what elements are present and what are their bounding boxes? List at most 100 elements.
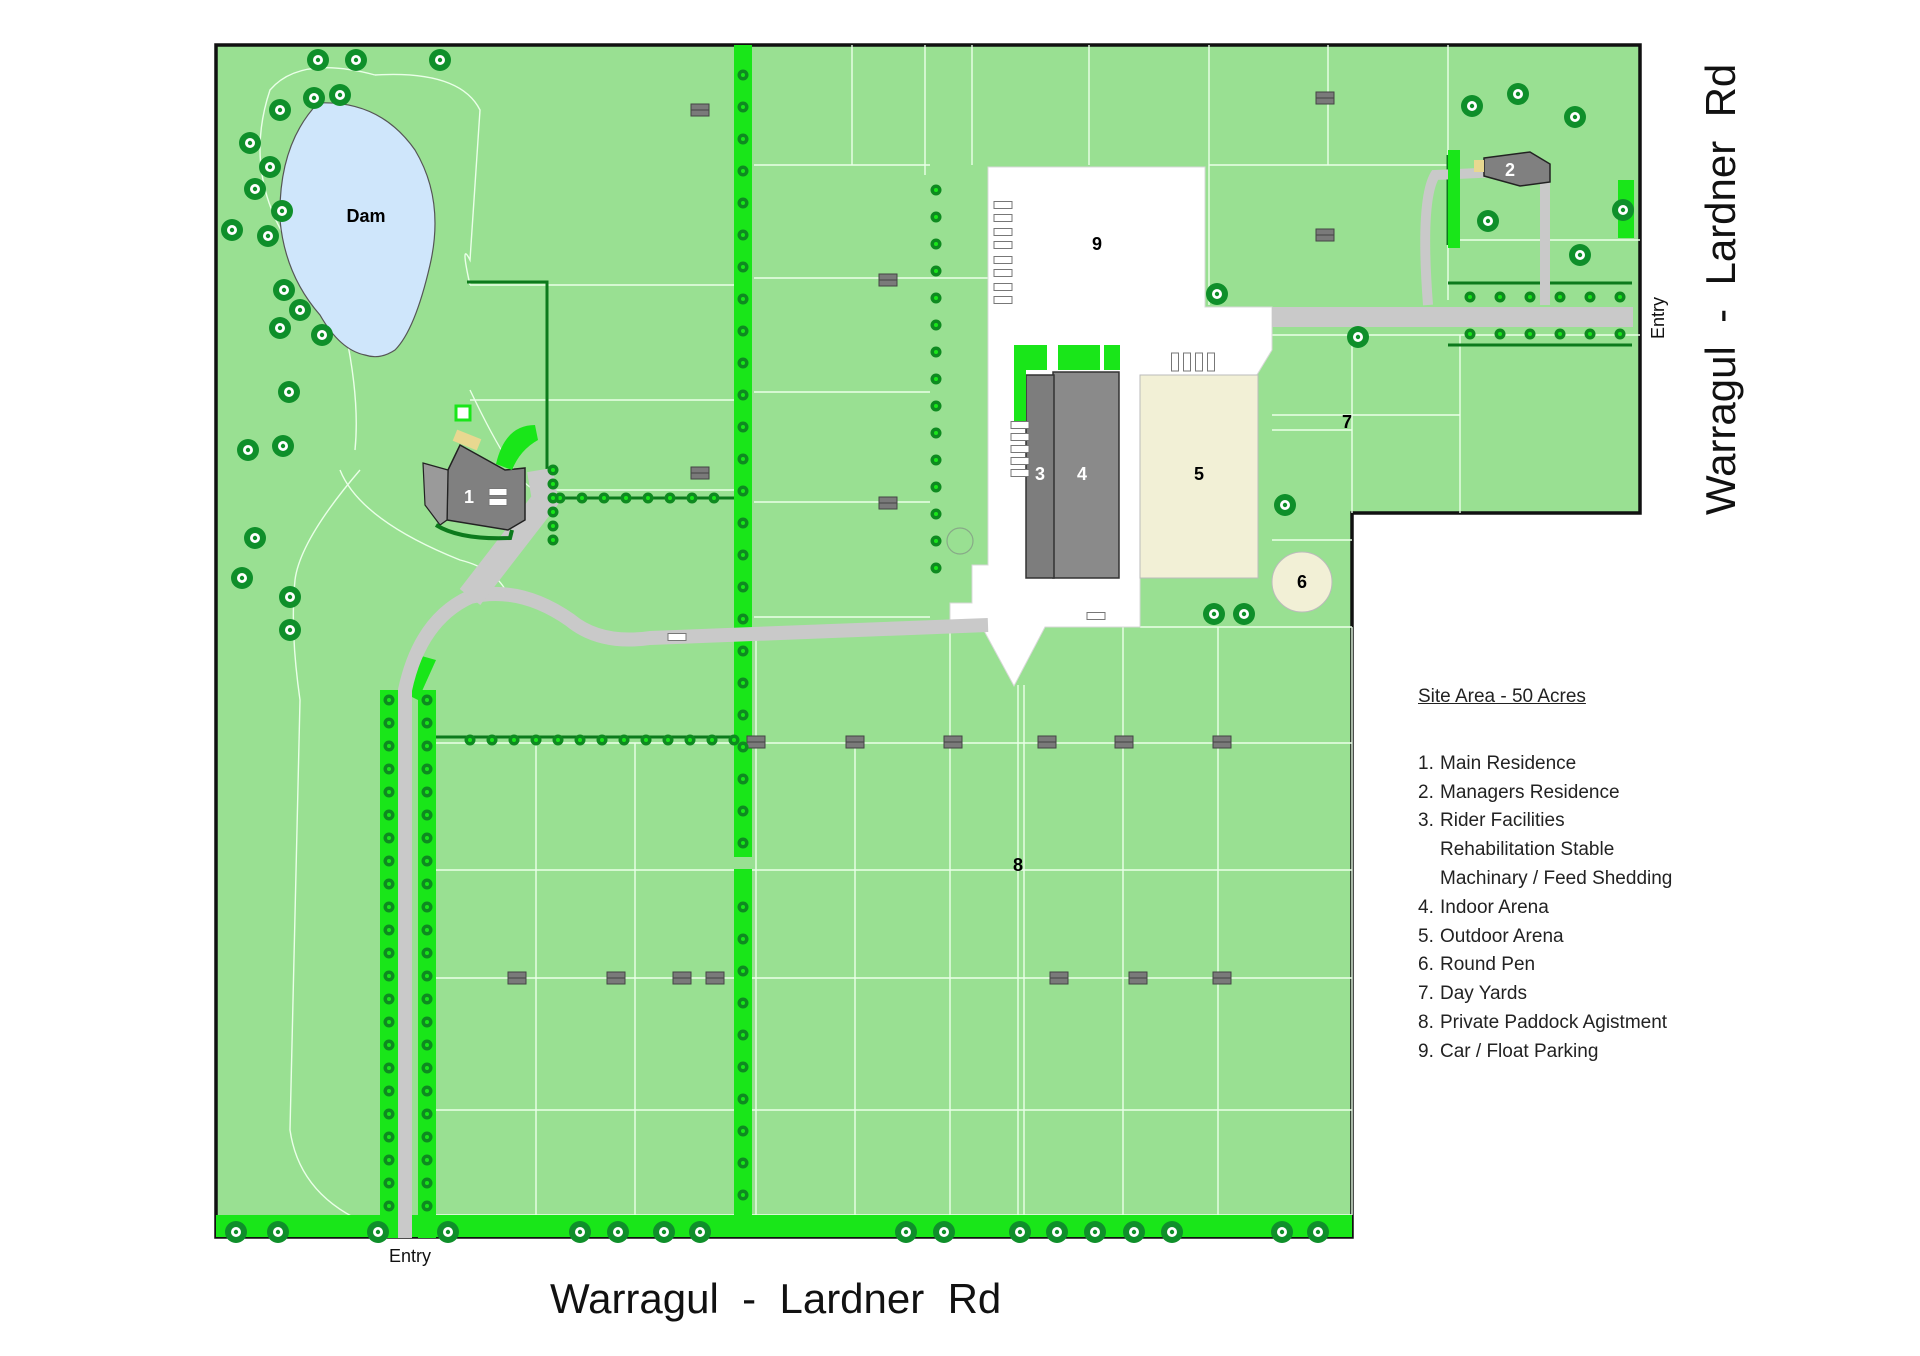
legend-item-number: 7. [1418, 983, 1434, 1005]
hedge-tree [737, 1029, 749, 1041]
hedge-tree [930, 535, 942, 547]
hedge-tree [737, 1125, 749, 1137]
hedge-tree [383, 1154, 395, 1166]
hedge-tree [737, 997, 749, 1009]
legend-item: 6.Round Pen [1418, 951, 1838, 980]
hedge-tree [930, 184, 942, 196]
hedge-tree [1614, 328, 1626, 340]
outdoor-arena-5 [1139, 374, 1259, 579]
hedge-tree [383, 809, 395, 821]
legend-item-number: 4. [1418, 896, 1434, 918]
hedge-tree [508, 734, 520, 746]
hedge-tree [421, 786, 433, 798]
hedge-tree [737, 261, 749, 273]
hedge-tree [737, 1157, 749, 1169]
hedge-tree [642, 492, 654, 504]
hedge-tree [383, 970, 395, 982]
marker-3: 3 [1035, 464, 1045, 484]
hedge-tree [684, 734, 696, 746]
legend-item-label: Rehabilitation Stable [1440, 839, 1615, 861]
legend-item-label: Rider Facilities [1440, 810, 1565, 832]
hedge-tree [530, 734, 542, 746]
main-residence-1 [422, 404, 526, 541]
hedge-tree [737, 1189, 749, 1201]
legend-item: Rehabilitation Stable [1418, 836, 1838, 865]
legend-item-number: 1. [1418, 752, 1434, 774]
hedge-tree [421, 1131, 433, 1143]
dam-label: Dam [346, 206, 385, 226]
hedge-tree [737, 485, 749, 497]
hedge-tree [383, 993, 395, 1005]
legend-item-number: 9. [1418, 1040, 1434, 1062]
hedge-tree [930, 211, 942, 223]
hedge-tree [708, 492, 720, 504]
hedge-tree [737, 101, 749, 113]
hedge-tree [421, 809, 433, 821]
hedge-tree [1494, 328, 1506, 340]
hedge-tree [1554, 291, 1566, 303]
marker-7: 7 [1342, 412, 1352, 432]
hedge-tree [1464, 328, 1476, 340]
hedge-tree [618, 734, 630, 746]
hedge-tree [930, 373, 942, 385]
legend-item: 3.Rider Facilities [1418, 807, 1838, 836]
hedge-tree [486, 734, 498, 746]
hedge-tree [737, 293, 749, 305]
hedge-tree [737, 1093, 749, 1105]
hedge-tree [383, 947, 395, 959]
legend-item-label: Main Residence [1440, 752, 1577, 774]
legend-item: 7. Day Yards [1418, 980, 1838, 1009]
legend-item-number: 8. [1418, 1011, 1434, 1033]
legend-item: 4. Indoor Arena [1418, 894, 1838, 923]
legend-title: Site Area - 50 Acres [1418, 686, 1586, 707]
hedge-tree [930, 265, 942, 277]
hedge-tree [930, 427, 942, 439]
hedge-tree [1464, 291, 1476, 303]
hedge-tree [930, 508, 942, 520]
hedge-tree [737, 165, 749, 177]
legend-item: 1. Main Residence [1418, 750, 1838, 779]
hedge-tree [383, 1085, 395, 1097]
hedge-tree [598, 492, 610, 504]
hedge-tree [1494, 291, 1506, 303]
hedge-tree [421, 1177, 433, 1189]
hedge-tree [596, 734, 608, 746]
marker-4: 4 [1077, 464, 1087, 484]
hedge-tree [421, 855, 433, 867]
hedge-gardens [496, 150, 1634, 470]
entry-label-right: Entry [1648, 297, 1668, 339]
marker-1: 1 [464, 487, 474, 507]
hedge-tree [383, 1016, 395, 1028]
driveway [398, 586, 989, 1238]
hedge-tree [930, 238, 942, 250]
hedge-tree [547, 506, 559, 518]
legend-item-label: Private Paddock Agistment [1440, 1011, 1668, 1033]
hedge-tree [737, 581, 749, 593]
hedge-tree [421, 832, 433, 844]
legend-item-label: Indoor Arena [1440, 896, 1549, 918]
hedge-tree [737, 645, 749, 657]
rider-facilities-3 [1025, 374, 1055, 579]
hedge-tree [383, 1177, 395, 1189]
hedge-tree [383, 855, 395, 867]
hedge-tree [421, 993, 433, 1005]
hedge-tree [737, 837, 749, 849]
hedge-tree [383, 901, 395, 913]
hedge-tree [421, 1200, 433, 1212]
hedge-tree [383, 1062, 395, 1074]
marker-2: 2 [1505, 160, 1515, 180]
water-tank [946, 527, 974, 555]
hedge-tree [547, 534, 559, 546]
hedge-tree [421, 1039, 433, 1051]
hedge-tree [930, 346, 942, 358]
hedge-tree [421, 1154, 433, 1166]
hedge-tree [383, 878, 395, 890]
hedge-tree [737, 709, 749, 721]
legend-item-label: Car / Float Parking [1440, 1040, 1599, 1062]
legend-item-number [1418, 836, 1440, 865]
legend-item-label: Round Pen [1440, 954, 1536, 976]
hedge-tree [576, 492, 588, 504]
legend-item-label: Day Yards [1440, 983, 1527, 1005]
